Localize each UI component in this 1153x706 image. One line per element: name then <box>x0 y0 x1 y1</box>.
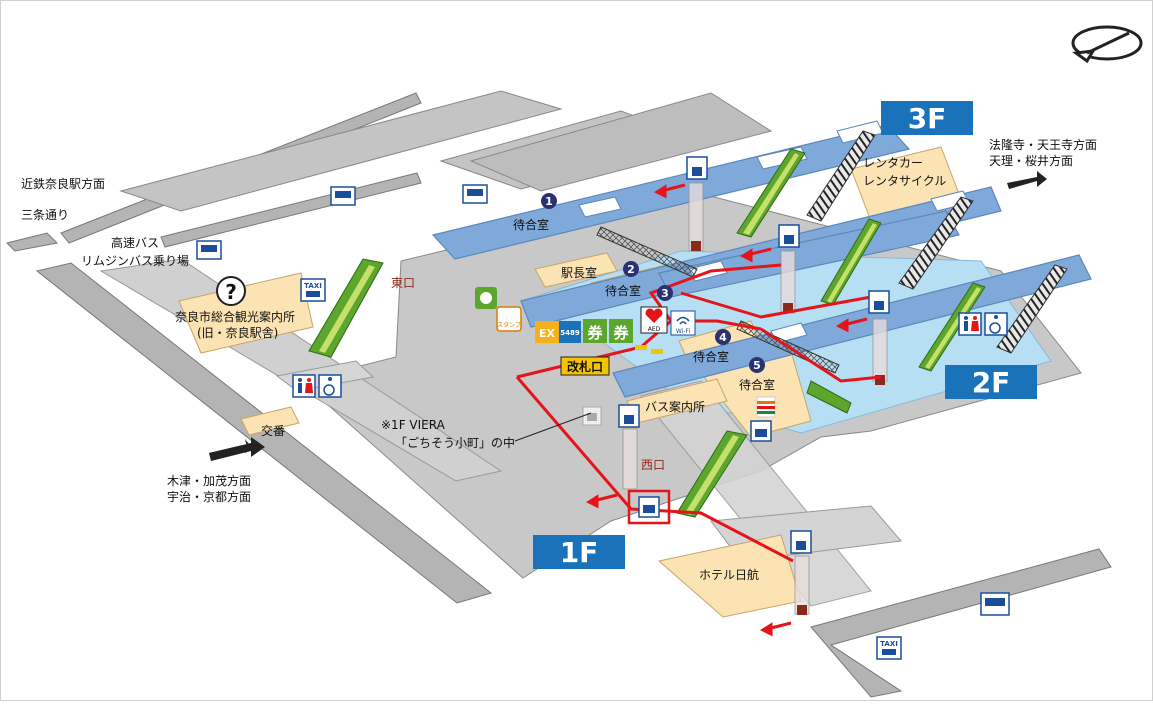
escalator-icon <box>308 148 986 518</box>
label-rentacycle: レンタサイクル <box>863 174 946 188</box>
label-higashiguchi: 東口 <box>391 276 415 290</box>
label-viera-sub: 「ごちそう小町」の中 <box>395 435 515 450</box>
svg-text:改札口: 改札口 <box>567 359 603 374</box>
label-ekicho: 駅長室 <box>561 265 597 280</box>
wifi-icon: Wi-Fi <box>670 310 696 336</box>
arrow-icon <box>209 171 1047 461</box>
taxi-icon: TAXI TAXI <box>300 278 902 660</box>
label-tenri: 天理・桜井方面 <box>989 153 1073 168</box>
svg-text:TAXI: TAXI <box>304 282 322 290</box>
stamp-icon: スタンプ <box>475 287 522 332</box>
floor-badge-3f: 3F <box>881 101 973 135</box>
wheelchair-icon <box>318 312 1008 398</box>
svg-text:2: 2 <box>627 263 635 276</box>
kaisatsu-gate: 改札口 <box>560 345 663 376</box>
svg-text:2F: 2F <box>972 366 1011 399</box>
waiting-room-badges: 1 2 3 4 5 <box>541 193 765 373</box>
svg-text:EX: EX <box>539 327 556 340</box>
label-sanjo: 三条通り <box>21 208 69 222</box>
label-horyuji: 法隆寺・天王寺方面 <box>989 137 1097 152</box>
svg-text:3F: 3F <box>908 102 947 135</box>
arrow-icon <box>585 183 868 637</box>
svg-text:5: 5 <box>753 359 761 372</box>
label-rentacar: レンタカー <box>863 156 923 170</box>
label-kizu: 木津・加茂方面 <box>167 473 251 488</box>
svg-text:券: 券 <box>613 324 629 342</box>
label-kintetsu: 近鉄奈良駅方面 <box>21 176 105 191</box>
svg-text:スタンプ: スタンプ <box>497 321 521 329</box>
label-waiting-room-5: 待合室 <box>739 377 775 392</box>
label-hotel: ホテル日航 <box>699 567 759 582</box>
label-viera: ※1F VIERA <box>381 418 446 432</box>
convenience-store-icon <box>756 396 776 418</box>
floor-badge-1f: 1F <box>533 535 625 569</box>
svg-text:Wi-Fi: Wi-Fi <box>676 328 691 335</box>
label-waiting-room-4: 待合室 <box>693 349 729 364</box>
svg-text:AED: AED <box>648 326 661 333</box>
svg-text:1: 1 <box>545 195 553 208</box>
svg-text:TAXI: TAXI <box>880 640 898 648</box>
svg-text:1F: 1F <box>560 536 599 569</box>
label-waiting-room-1: 待合室 <box>513 217 549 232</box>
label-koban: 交番 <box>261 423 285 438</box>
bus-icon <box>196 184 1010 616</box>
locker-icon[interactable] <box>582 406 772 525</box>
ticket-icon: EX 5489 券 券 <box>535 319 633 343</box>
svg-text:?: ? <box>225 280 237 304</box>
label-nishiguchi: 西口 <box>641 458 665 472</box>
svg-text:4: 4 <box>719 331 727 344</box>
label-highway-bus: 高速バス <box>111 235 159 250</box>
label-tourist-info-sub: (旧・奈良駅舎) <box>197 325 278 340</box>
label-bus-info: バス案内所 <box>645 399 705 414</box>
elevator-icon <box>618 156 890 554</box>
label-waiting-room-2: 待合室 <box>605 283 641 298</box>
stairs-icon <box>806 130 1068 354</box>
label-limousine-bus: リムジンバス乗り場 <box>81 254 189 268</box>
platforms <box>431 120 1092 398</box>
label-tourist-info: 奈良市総合観光案内所 <box>175 309 295 324</box>
svg-text:券: 券 <box>587 324 603 342</box>
toilet-icon <box>292 312 982 398</box>
aed-icon: AED <box>640 306 668 334</box>
svg-text:5489: 5489 <box>560 329 580 337</box>
svg-text:3: 3 <box>661 287 669 300</box>
rooms <box>178 146 962 618</box>
information-icon: ? <box>216 276 246 306</box>
floor-badge-2f: 2F <box>945 365 1037 399</box>
label-uji: 宇治・京都方面 <box>167 489 251 504</box>
elevator-shaft <box>622 182 888 615</box>
compass-icon <box>1071 25 1143 64</box>
